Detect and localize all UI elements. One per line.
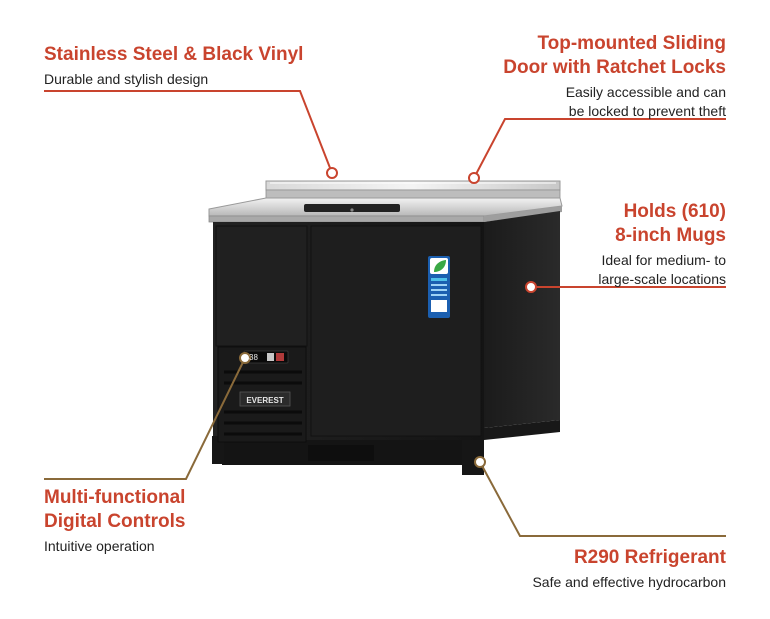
callout-title-line-2: Door with Ratchet Locks xyxy=(503,57,726,78)
marker-dot xyxy=(525,281,537,293)
control-panel xyxy=(217,346,307,443)
callout-stainless-steel: Stainless Steel & Black Vinyl Durable an… xyxy=(44,43,344,89)
marker-dot xyxy=(239,352,251,364)
lid-handle xyxy=(304,204,400,212)
vent-grille xyxy=(224,370,302,436)
marker-dot xyxy=(326,167,338,179)
callout-description: Safe and effective hydrocarbon xyxy=(532,574,726,590)
leaf-badge-icon xyxy=(428,256,450,318)
marker-dot xyxy=(468,172,480,184)
brand-plate-text: EVEREST xyxy=(246,396,283,405)
callout-mug-capacity: Holds (610) 8-inch Mugs Ideal for medium… xyxy=(526,200,726,289)
callout-title-line-1: Top-mounted Sliding xyxy=(537,33,726,54)
display-reading: 38 xyxy=(249,353,258,362)
callout-title-line-1: Holds (610) xyxy=(623,201,726,222)
callout-title: Stainless Steel & Black Vinyl xyxy=(44,44,304,65)
callout-title-line-2: 8-inch Mugs xyxy=(615,225,726,246)
callout-description-line-2: large-scale locations xyxy=(598,271,726,287)
cooler-cabinet xyxy=(212,222,484,475)
callout-sliding-door: Top-mounted Sliding Door with Ratchet Lo… xyxy=(446,32,726,121)
callout-title: R290 Refrigerant xyxy=(573,547,726,568)
callout-description-line-2: be locked to prevent theft xyxy=(568,103,726,119)
side-panel xyxy=(484,211,560,428)
callout-title-line-1: Multi-functional xyxy=(44,487,186,508)
callout-digital-controls: Multi-functional Digital Controls Intuit… xyxy=(44,486,304,556)
leader-lines xyxy=(44,90,726,537)
callout-title-line-2: Digital Controls xyxy=(44,511,186,532)
callout-markers xyxy=(239,167,537,468)
callout-description: Intuitive operation xyxy=(44,538,155,554)
marker-dot xyxy=(474,456,486,468)
callout-description: Durable and stylish design xyxy=(44,71,209,87)
sliding-lid xyxy=(265,180,561,199)
callout-refrigerant: R290 Refrigerant Safe and effective hydr… xyxy=(466,546,726,592)
callout-description-line-1: Ideal for medium- to xyxy=(601,252,727,268)
brand-plate xyxy=(239,391,291,407)
callout-description-line-1: Easily accessible and can xyxy=(565,84,726,100)
